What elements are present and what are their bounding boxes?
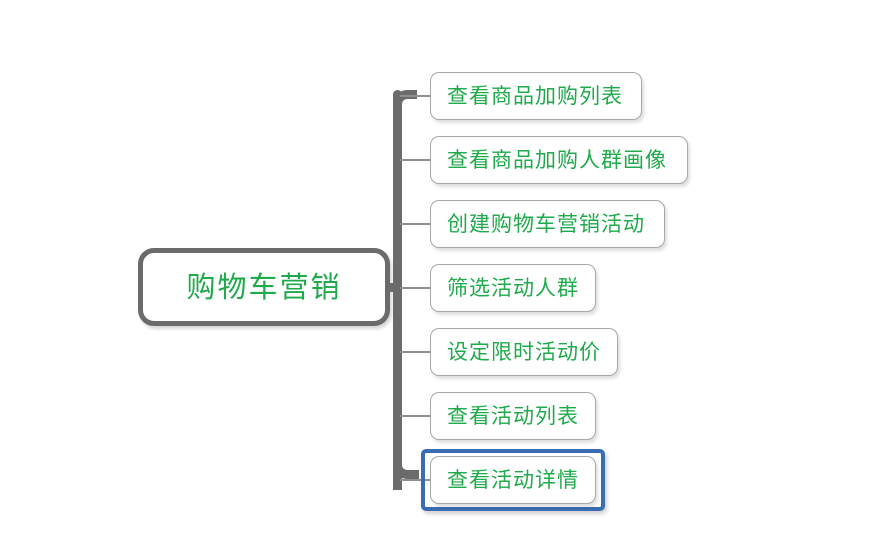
branch-connector [400,223,432,225]
child-node-label: 创建购物车营销活动 [447,211,645,236]
child-node-3[interactable]: 创建购物车营销活动 [430,200,665,248]
child-node-label: 筛选活动人群 [447,275,579,300]
child-node-1[interactable]: 查看商品加购列表 [430,72,642,120]
branch-connector [400,287,432,289]
branch-connector [400,415,432,417]
child-node-label: 设定限时活动价 [447,339,601,364]
child-node-2[interactable]: 查看商品加购人群画像 [430,136,688,184]
root-node[interactable]: 购物车营销 [138,248,390,326]
child-node-label: 查看商品加购列表 [447,83,623,108]
trunk-bottom-curve [393,455,419,479]
child-node-7-selected[interactable]: 查看活动详情 [430,456,596,504]
child-node-5[interactable]: 设定限时活动价 [430,328,618,376]
child-node-label: 查看商品加购人群画像 [447,147,667,172]
branch-connector [400,159,432,161]
root-stem-connector [386,283,398,292]
selection-frame [421,449,605,511]
trunk-spine [393,90,402,490]
child-node-label: 查看活动详情 [447,467,579,492]
child-node-4[interactable]: 筛选活动人群 [430,264,596,312]
branch-connector [400,479,432,481]
branch-connector [400,351,432,353]
trunk-top-curve [393,90,417,112]
branch-connector [400,95,432,97]
child-node-6[interactable]: 查看活动列表 [430,392,596,440]
child-node-label: 查看活动列表 [447,403,579,428]
root-node-label: 购物车营销 [186,269,342,304]
